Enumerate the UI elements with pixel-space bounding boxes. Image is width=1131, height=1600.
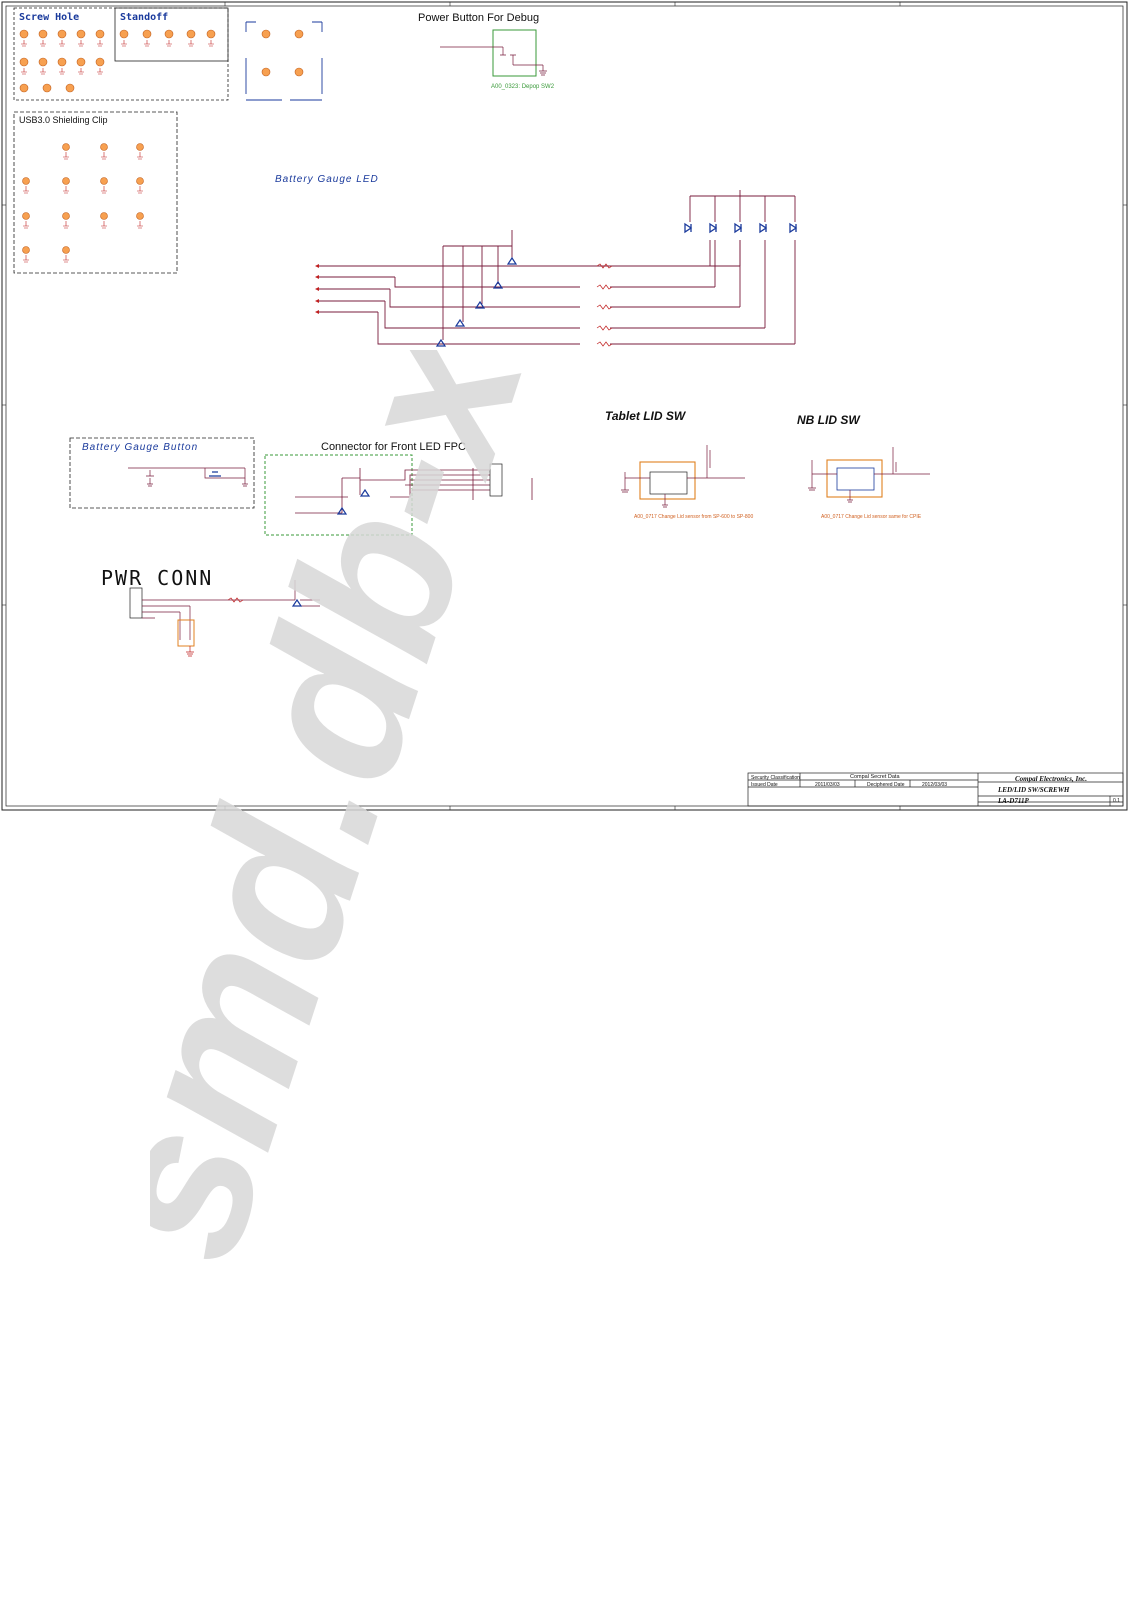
deciphered-date-label: Deciphered Date	[867, 782, 905, 788]
issued-date-value: 2011/03/03	[815, 782, 840, 788]
nb-lid-note: A00_0717 Change Lid sensor same for CPIE	[821, 514, 922, 520]
watermark: smd.db-x7.ru	[150, 350, 691, 1284]
watermark-text: smd.db-x7.ru	[150, 350, 691, 1284]
debug-note: A00_0323: Depop SW2	[491, 84, 555, 90]
model-number: LA-D711P	[998, 797, 1029, 805]
document-title: LED/LID SW/SCREWH	[998, 786, 1070, 794]
nb-lid-title: NB LID SW	[797, 413, 860, 427]
battery-led-title: Battery Gauge LED	[275, 174, 379, 185]
issued-date-label: Issued Date	[751, 782, 778, 788]
usb-clip-title: USB3.0 Shielding Clip	[19, 115, 108, 125]
deciphered-date-value: 2012/03/03	[922, 782, 948, 788]
security-classification: Security Classification	[751, 775, 800, 781]
compal-secret-data: Compal Secret Data	[850, 774, 900, 780]
power-button-title: Power Button For Debug	[418, 12, 540, 24]
standoff-title: Standoff	[120, 12, 169, 23]
screw-hole-title: Screw Hole	[19, 12, 80, 23]
schematic-sheet: Screw Hole Standoff USB3.0 Shielding Cli…	[1, 1, 1128, 811]
pwr-conn-title: PWR CONN	[101, 566, 214, 590]
revision: 0.1	[1113, 798, 1120, 804]
front-led-title: Connector for Front LED FPC	[321, 441, 466, 453]
tablet-lid-note: A00_0717 Change Lid sensor from SP-600 t…	[634, 514, 754, 520]
battery-button-title: Battery Gauge Button	[82, 442, 199, 453]
company-name: Compal Electronics, Inc.	[1015, 775, 1087, 783]
schematic-drawing	[1, 1, 1128, 811]
tablet-lid-title: Tablet LID SW	[605, 409, 686, 423]
